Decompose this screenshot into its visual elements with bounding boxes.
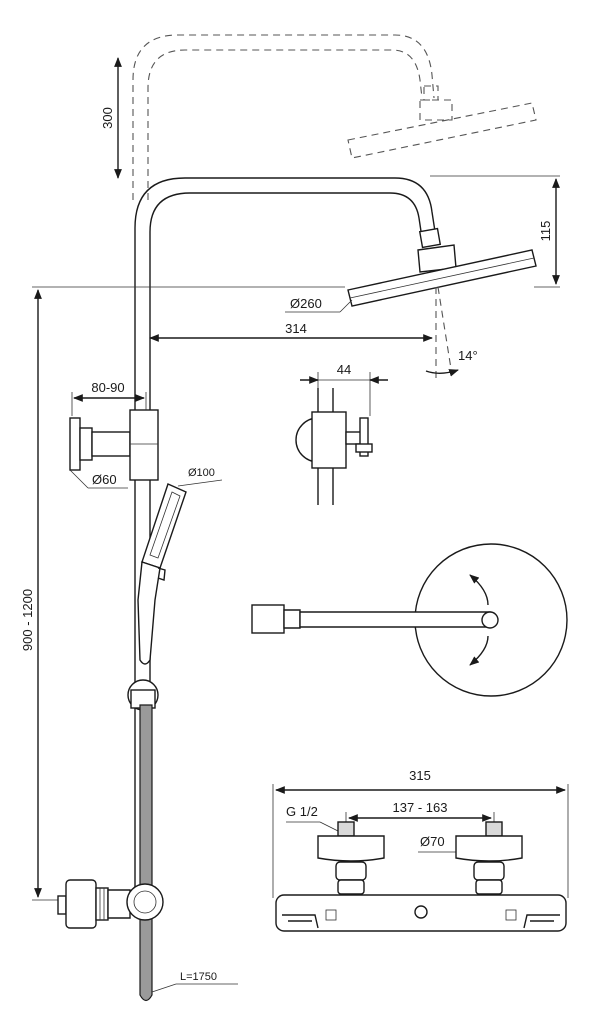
inlet-centres-label: 137 - 163 — [393, 800, 448, 815]
hand-shower — [137, 483, 187, 665]
head-rotation-top-view — [251, 543, 568, 697]
mixer-width-dimension: 315 — [272, 768, 569, 898]
raised-position-outline — [132, 34, 537, 200]
slide-holder — [127, 679, 159, 711]
thermostatic-mixer — [275, 821, 567, 932]
mixer-width-label: 315 — [409, 768, 431, 783]
hose-length-callout: L=1750 — [151, 971, 238, 993]
inlet-thread-label: G 1/2 — [286, 804, 318, 819]
hose-length-label: L=1750 — [180, 971, 217, 983]
cover-diameter-label: Ø70 — [420, 834, 445, 849]
arm-reach-label: 314 — [285, 321, 307, 336]
shower-head — [347, 227, 537, 307]
head-drop-dimension: 115 — [430, 175, 560, 288]
tilt-angle-label: 14° — [458, 348, 478, 363]
pipe-offset-label: 44 — [337, 362, 351, 377]
bracket-offset-dimension: 80-90 — [71, 380, 147, 416]
handshower-diameter-callout: Ø100 — [177, 467, 223, 487]
arm-reach-dimension: 314 — [149, 321, 433, 342]
bracket-side-view — [295, 388, 373, 505]
head-drop-label: 115 — [538, 221, 553, 242]
riser-adjust-dimension: 300 — [100, 57, 122, 179]
shower-hose — [139, 704, 153, 1002]
rail-height-dimension: 900 - 1200 — [20, 289, 72, 901]
bracket-diameter-callout: Ø60 — [69, 469, 128, 489]
inlet-centres-dimension: 137 - 163 — [345, 800, 495, 830]
bracket-offset-label: 80-90 — [91, 380, 124, 395]
wall-bracket-top — [69, 409, 159, 481]
bracket-diameter-label: Ø60 — [92, 472, 117, 487]
head-diameter-callout: Ø260 — [285, 296, 353, 313]
handshower-diameter-label: Ø100 — [188, 467, 215, 479]
pipe-offset-dimension: 44 — [300, 362, 388, 416]
inlet-thread-callout: G 1/2 — [286, 804, 341, 833]
head-diameter-label: Ø260 — [290, 296, 322, 311]
lower-bracket — [57, 879, 164, 929]
riser-adjust-label: 300 — [100, 107, 115, 129]
tilt-angle-dimension: 14° — [425, 286, 478, 378]
rail-height-label: 900 - 1200 — [20, 589, 35, 651]
